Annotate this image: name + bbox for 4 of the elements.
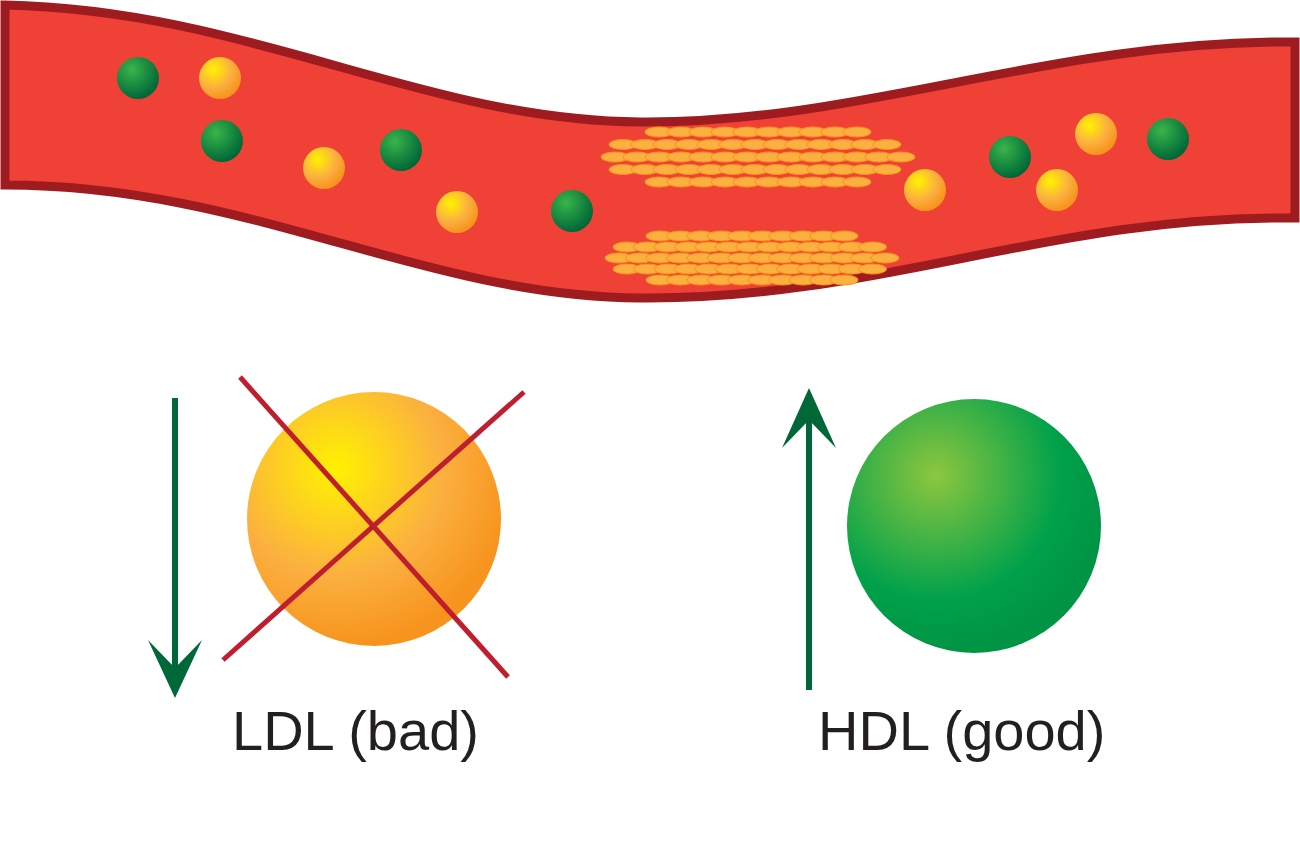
hdl-sphere — [847, 399, 1101, 653]
lipoprotein-label: HDL (good) — [818, 700, 1106, 762]
ldl-sphere — [247, 392, 501, 646]
lipoprotein-label: LDL (bad) — [232, 700, 479, 762]
